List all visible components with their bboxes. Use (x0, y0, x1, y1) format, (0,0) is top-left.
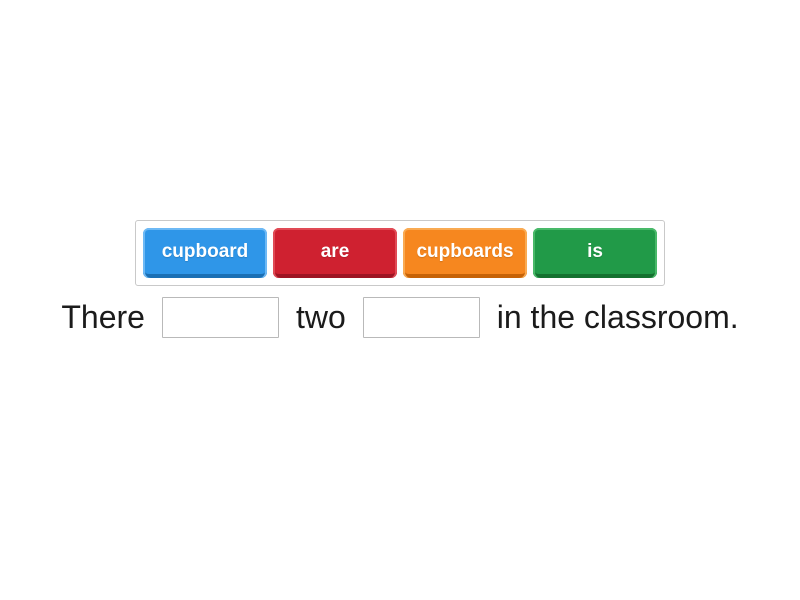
word-tile-cupboard[interactable]: cupboard (143, 228, 267, 278)
word-bank: cupboard are cupboards is (135, 220, 665, 286)
sentence-text-1: There (61, 298, 145, 335)
word-tile-are[interactable]: are (273, 228, 397, 278)
blank-slot-1[interactable] (161, 296, 279, 338)
word-tile-is[interactable]: is (533, 228, 657, 278)
word-tile-cupboards[interactable]: cupboards (403, 228, 527, 278)
sentence-text-3: in the classroom. (496, 298, 739, 335)
sentence-text-2: two (295, 298, 346, 335)
sentence-row: There two in the classroom. (0, 290, 800, 344)
blank-slot-2[interactable] (362, 296, 480, 338)
